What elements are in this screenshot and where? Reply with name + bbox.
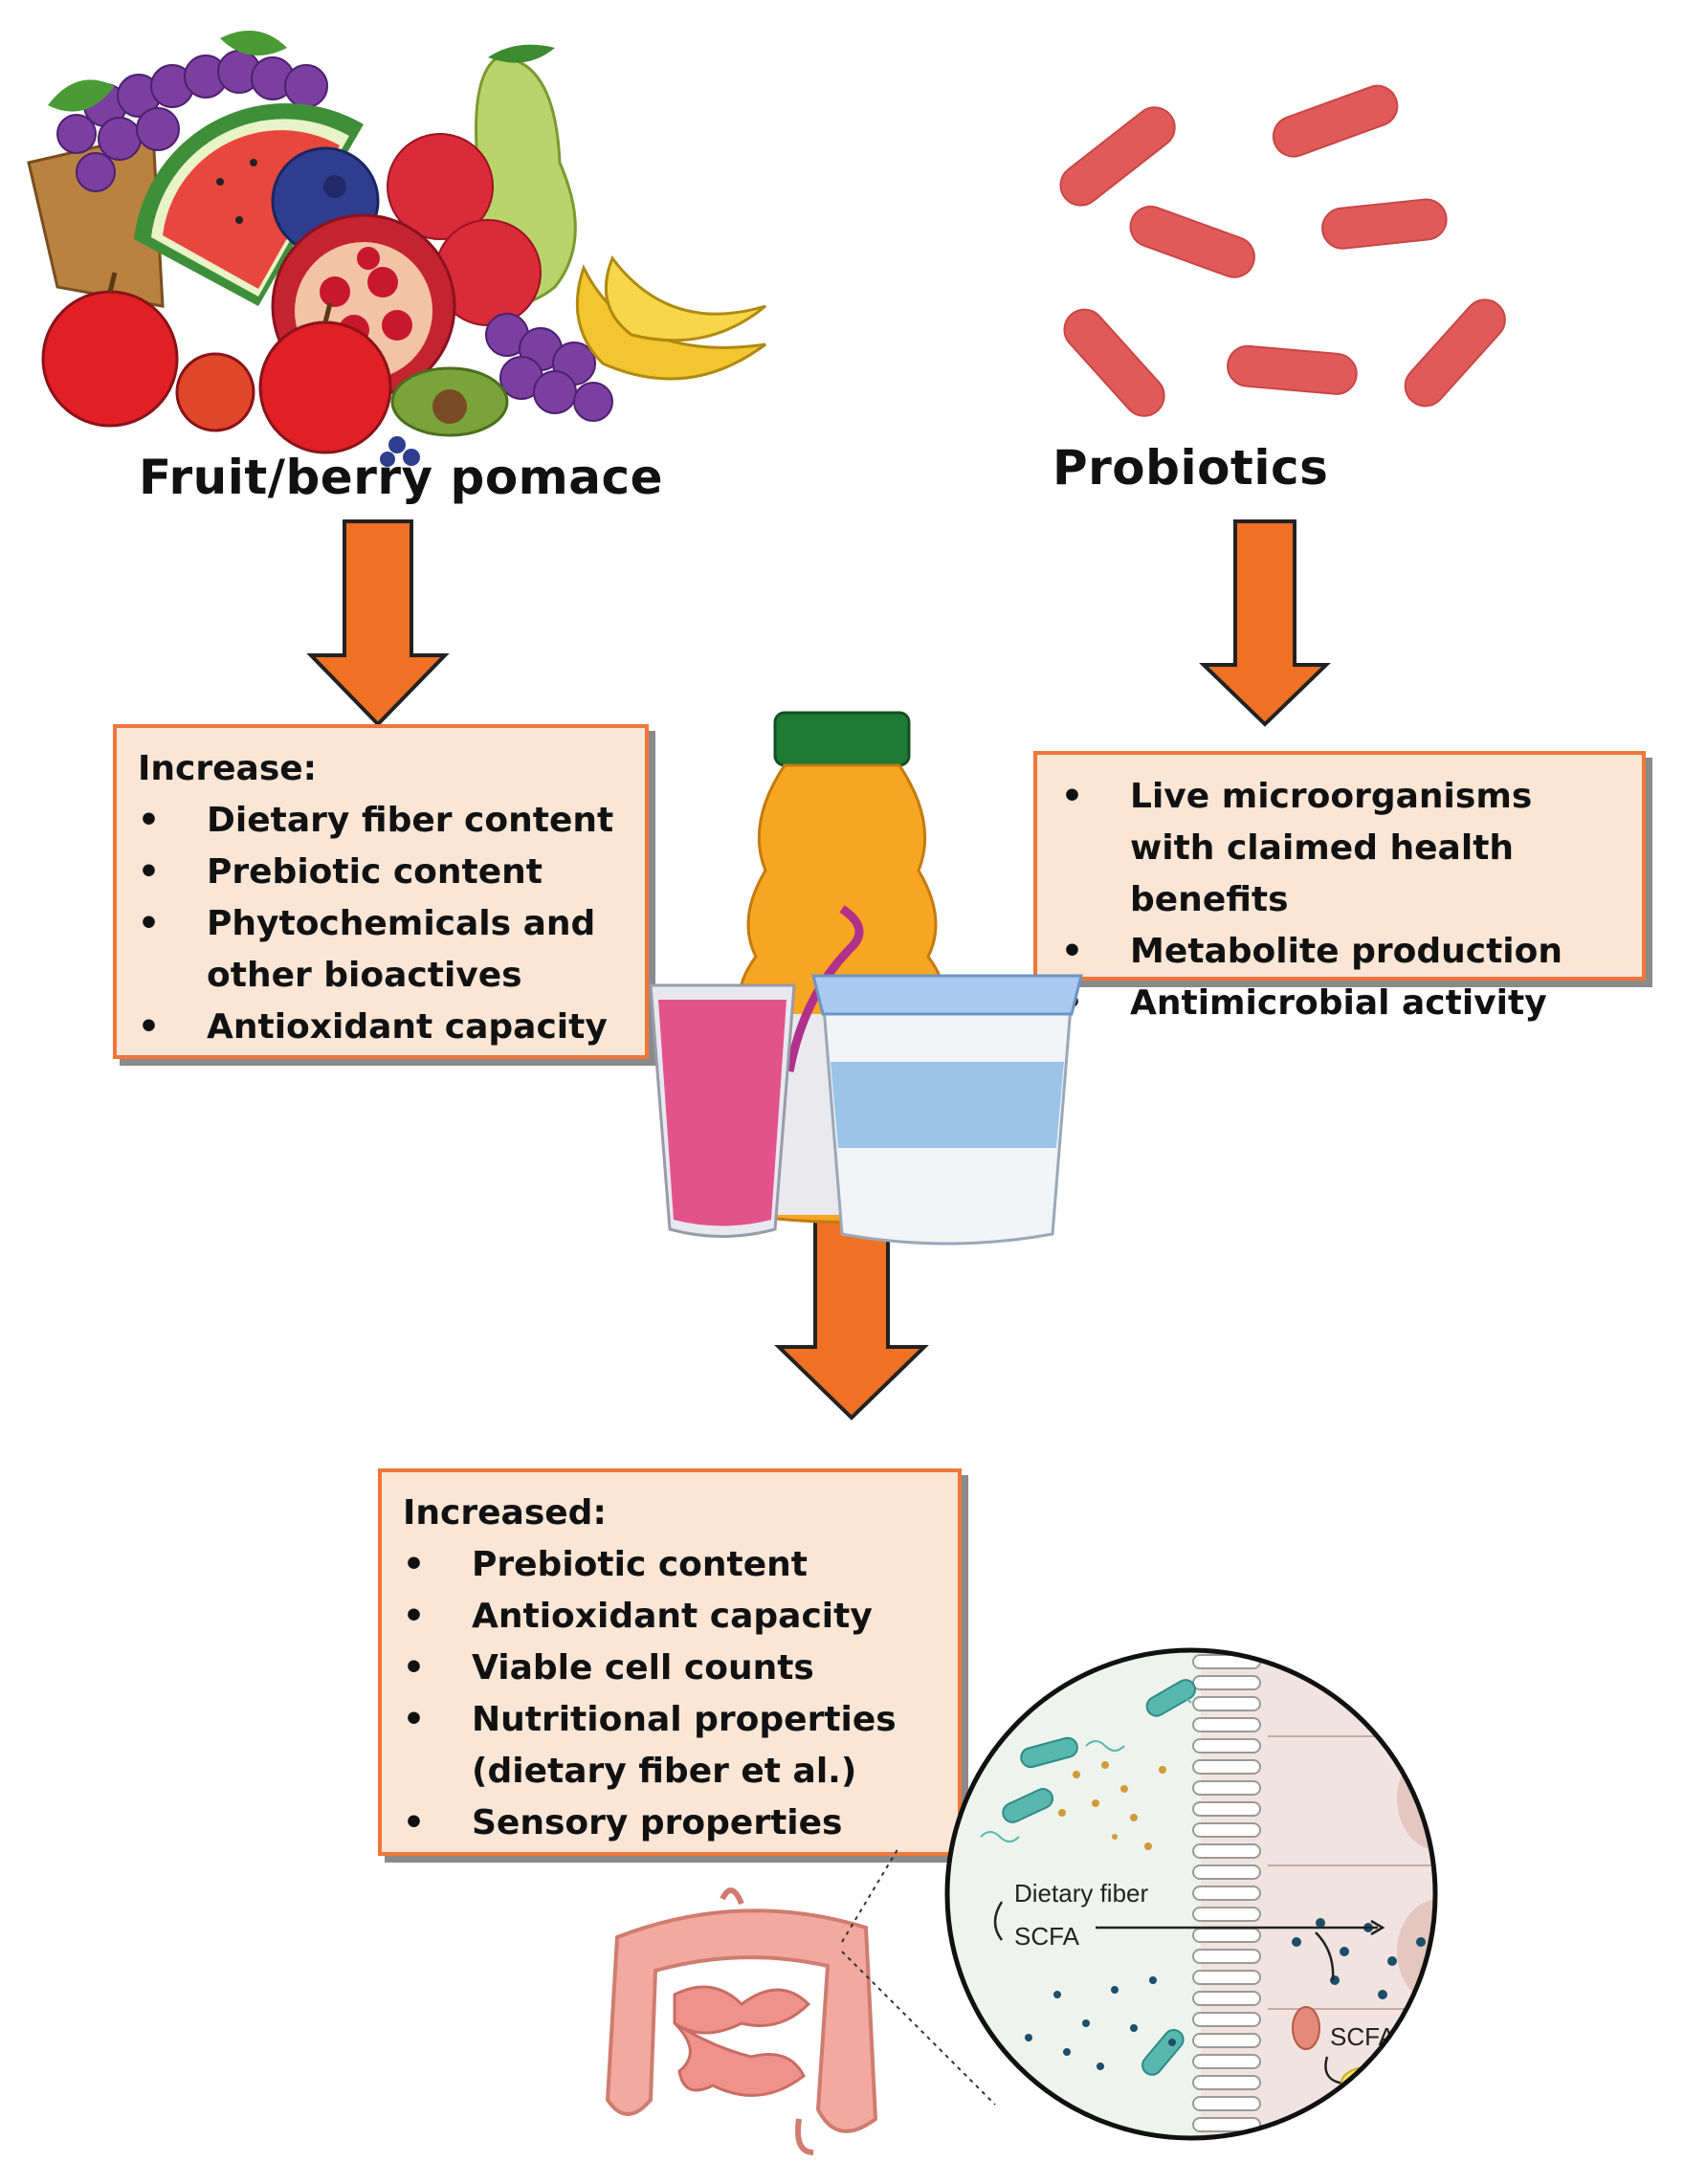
intestine-illustration xyxy=(605,1887,878,2155)
result-box-item: Nutritional properties (dietary fiber et… xyxy=(403,1694,939,1798)
atp-label: ATP xyxy=(1355,2074,1390,2095)
functional-products-illustration xyxy=(649,711,1083,1246)
probiotic-box-item: Live microorganisms with claimed health … xyxy=(1061,771,1623,926)
fruit-box-item: Prebiotic content xyxy=(138,847,626,898)
scfa-right-label: SCFA xyxy=(1330,2022,1396,2051)
result-box-item: Antioxidant capacity xyxy=(403,1591,939,1643)
probiotics-heading: Probiotics xyxy=(1052,440,1329,496)
result-box-item: Viable cell counts xyxy=(403,1643,939,1694)
dietary-fiber-label: Dietary fiber xyxy=(1014,1879,1148,1908)
result-benefits-box: Increased: Prebiotic content Antioxidant… xyxy=(378,1468,962,1856)
arrow-product-down xyxy=(774,1213,929,1421)
probiotic-benefits-box: Live microorganisms with claimed health … xyxy=(1033,751,1646,1029)
fruit-box-title: Increase: xyxy=(138,749,318,788)
arrow-fruit-down xyxy=(306,519,450,727)
result-box-title: Increased: xyxy=(403,1493,607,1533)
result-box-item: Sensory properties xyxy=(403,1798,939,1849)
probiotic-box-item: Antimicrobial activity xyxy=(1061,978,1623,1029)
fruit-pomace-heading: Fruit/berry pomace xyxy=(139,450,664,505)
gut-lumen-inset: Dietary fiber SCFA SCFA ATP xyxy=(944,1647,1438,2141)
fruit-box-item: Antioxidant capacity xyxy=(138,1002,626,1053)
result-box-item: Prebiotic content xyxy=(403,1539,939,1591)
fruit-box-item: Dietary fiber content xyxy=(138,795,626,847)
arrow-probiotics-down xyxy=(1199,519,1331,727)
zoom-connector-lines xyxy=(841,1845,996,2106)
probiotic-box-item: Metabolite production xyxy=(1061,926,1623,978)
fruit-box-item: Phytochemicals and other bioactives xyxy=(138,898,626,1002)
fruit-basket-illustration xyxy=(27,31,766,467)
scfa-left-label: SCFA xyxy=(1014,1922,1080,1951)
fruit-benefits-box: Increase: Dietary fiber content Prebioti… xyxy=(113,724,649,1059)
probiotic-bacteria-illustration xyxy=(1059,84,1506,417)
